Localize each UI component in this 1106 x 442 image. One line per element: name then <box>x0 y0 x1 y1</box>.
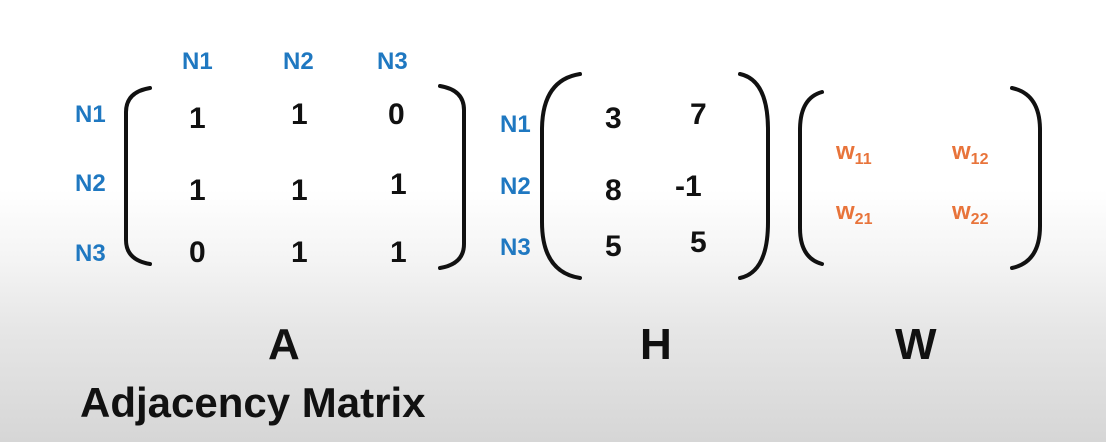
weight-entry: w22 <box>952 198 989 228</box>
matrix-w-left-bracket <box>798 90 824 266</box>
row-header: N3 <box>500 234 531 261</box>
matrix-cell: 8 <box>605 174 622 207</box>
matrix-cell: 1 <box>189 102 206 135</box>
matrix-name: A <box>268 320 300 369</box>
caption: Adjacency Matrix <box>80 379 426 426</box>
matrix-cell: 5 <box>605 230 622 263</box>
matrix-cell: 1 <box>390 168 407 201</box>
matrix-a-left-bracket <box>124 86 152 266</box>
row-header: N3 <box>75 240 106 267</box>
matrix-cell: 1 <box>291 98 308 131</box>
row-header: N1 <box>500 111 531 138</box>
col-header: N3 <box>377 48 408 75</box>
matrix-cell: -1 <box>675 170 702 203</box>
matrix-cell: 0 <box>388 98 405 131</box>
matrix-cell: 5 <box>690 226 707 259</box>
matrix-h-left-bracket <box>540 72 582 280</box>
matrix-cell: 1 <box>291 236 308 269</box>
col-header: N1 <box>182 48 213 75</box>
row-header: N2 <box>75 170 106 197</box>
weight-entry: w21 <box>836 198 873 228</box>
matrix-cell: 1 <box>291 174 308 207</box>
matrix-cell: 3 <box>605 102 622 135</box>
matrix-a-right-bracket <box>438 84 466 270</box>
col-header: N2 <box>283 48 314 75</box>
matrix-name: H <box>640 320 672 369</box>
row-header: N2 <box>500 173 531 200</box>
matrix-cell: 1 <box>189 174 206 207</box>
matrix-h-right-bracket <box>738 72 770 280</box>
weight-entry: w12 <box>952 138 989 168</box>
weight-entry: w11 <box>836 138 872 168</box>
matrix-cell: 1 <box>390 236 407 269</box>
matrix-name: W <box>895 320 937 369</box>
row-header: N1 <box>75 101 106 128</box>
matrix-cell: 7 <box>690 98 707 131</box>
matrix-cell: 0 <box>189 236 206 269</box>
matrix-w-right-bracket <box>1010 86 1042 270</box>
